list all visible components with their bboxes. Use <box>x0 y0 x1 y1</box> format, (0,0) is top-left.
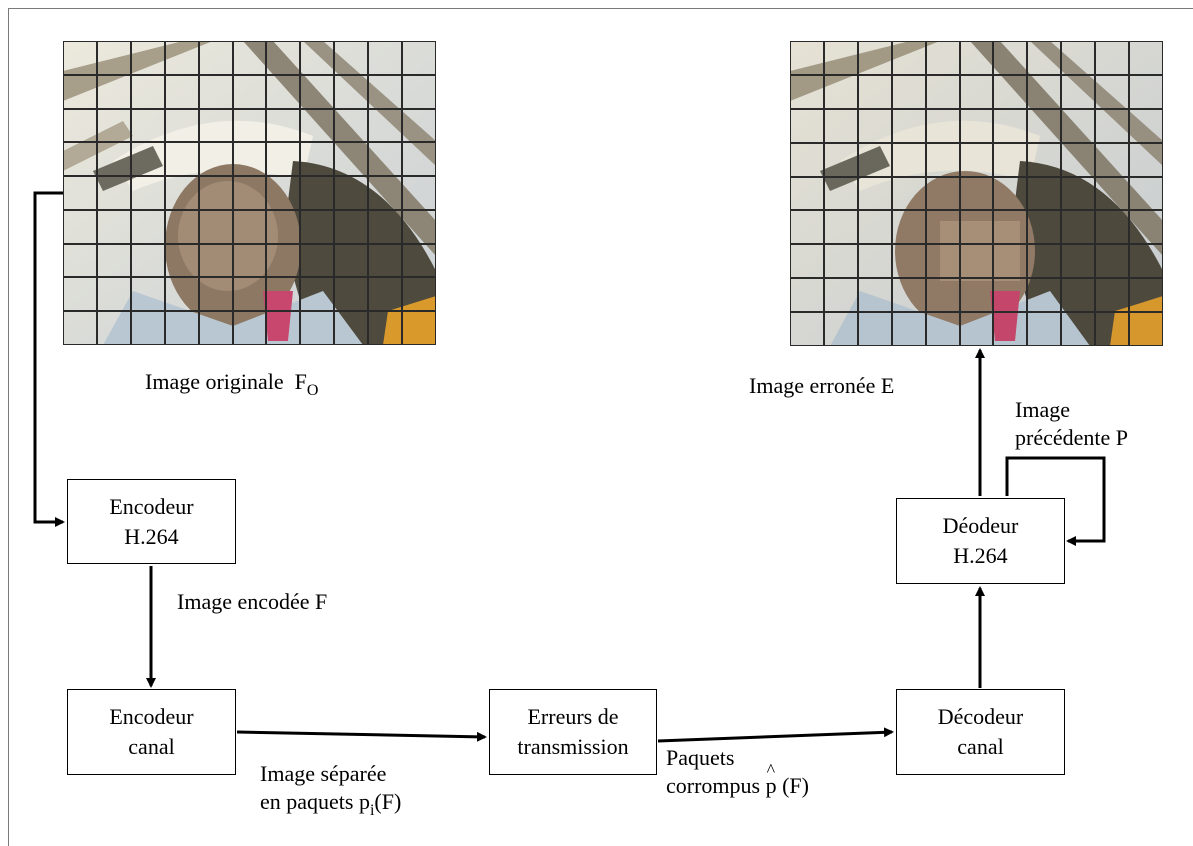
separated-subscript: i <box>369 802 375 819</box>
original-subscript: O <box>306 382 319 399</box>
channel-encoder-box: Encodeur canal <box>67 689 236 775</box>
channel-decoder-box: Décodeur canal <box>896 689 1065 775</box>
decoder-h264-line1: Déodeur <box>942 513 1019 538</box>
arrow-previous-loop <box>1005 456 1106 546</box>
transmission-errors-line2: transmission <box>517 734 629 759</box>
previous-image-label: Image précédente P <box>1015 396 1128 452</box>
previous-line1: Image <box>1015 397 1070 422</box>
corrupted-line1: Paquets <box>666 745 735 770</box>
corrupted-hat-letter: p <box>766 756 777 800</box>
error-image <box>790 41 1163 346</box>
decoder-h264-box: Déodeur H.264 <box>896 498 1065 584</box>
corrupted-packets-label: Paquets corrompus p (F) <box>666 744 809 800</box>
channel-encoder-line2: canal <box>128 734 175 759</box>
separated-line2: en paquets pi(F) <box>260 788 401 819</box>
separated-suffix: (F) <box>374 789 402 814</box>
channel-decoder-line2: canal <box>957 734 1004 759</box>
channel-encoder-line1: Encodeur <box>109 704 194 729</box>
corrupted-line2: corrompus p (F) <box>666 756 809 800</box>
arrow-image-to-encoder <box>33 191 65 527</box>
frame-left-line <box>8 8 9 846</box>
separated-line1: Image séparée <box>260 761 387 786</box>
decoder-h264-line2: H.264 <box>953 543 1008 568</box>
transmission-errors-box: Erreurs de transmission <box>489 689 657 775</box>
transmission-errors-line1: Erreurs de <box>527 704 619 729</box>
original-image <box>63 41 436 345</box>
original-caption-text: Image originale <box>145 369 284 394</box>
previous-line2: précédente P <box>1015 425 1128 450</box>
error-image-caption: Image erronée E <box>749 373 895 398</box>
encoder-h264-line2: H.264 <box>124 523 179 549</box>
corrupted-suffix: (F) <box>776 773 809 798</box>
channel-decoder-line1: Décodeur <box>937 704 1024 729</box>
encoder-h264-line1: Encodeur <box>109 493 194 519</box>
separated-prefix: en paquets p <box>260 789 370 814</box>
original-image-caption: Image originale FO <box>145 368 318 399</box>
frame-top-line <box>8 8 1193 9</box>
arrow-errors-to-decoder <box>657 727 894 743</box>
error-image-graphic <box>790 41 1163 346</box>
arrow-channel-to-errors <box>236 730 487 742</box>
encoded-image-label: Image encodée F <box>177 589 328 614</box>
original-symbol: F <box>294 369 307 394</box>
original-image-graphic <box>63 41 436 345</box>
corrupted-prefix: corrompus <box>666 773 766 798</box>
separated-packets-label: Image séparée en paquets pi(F) <box>260 760 401 819</box>
encoder-h264-box: Encodeur H.264 <box>67 479 236 564</box>
